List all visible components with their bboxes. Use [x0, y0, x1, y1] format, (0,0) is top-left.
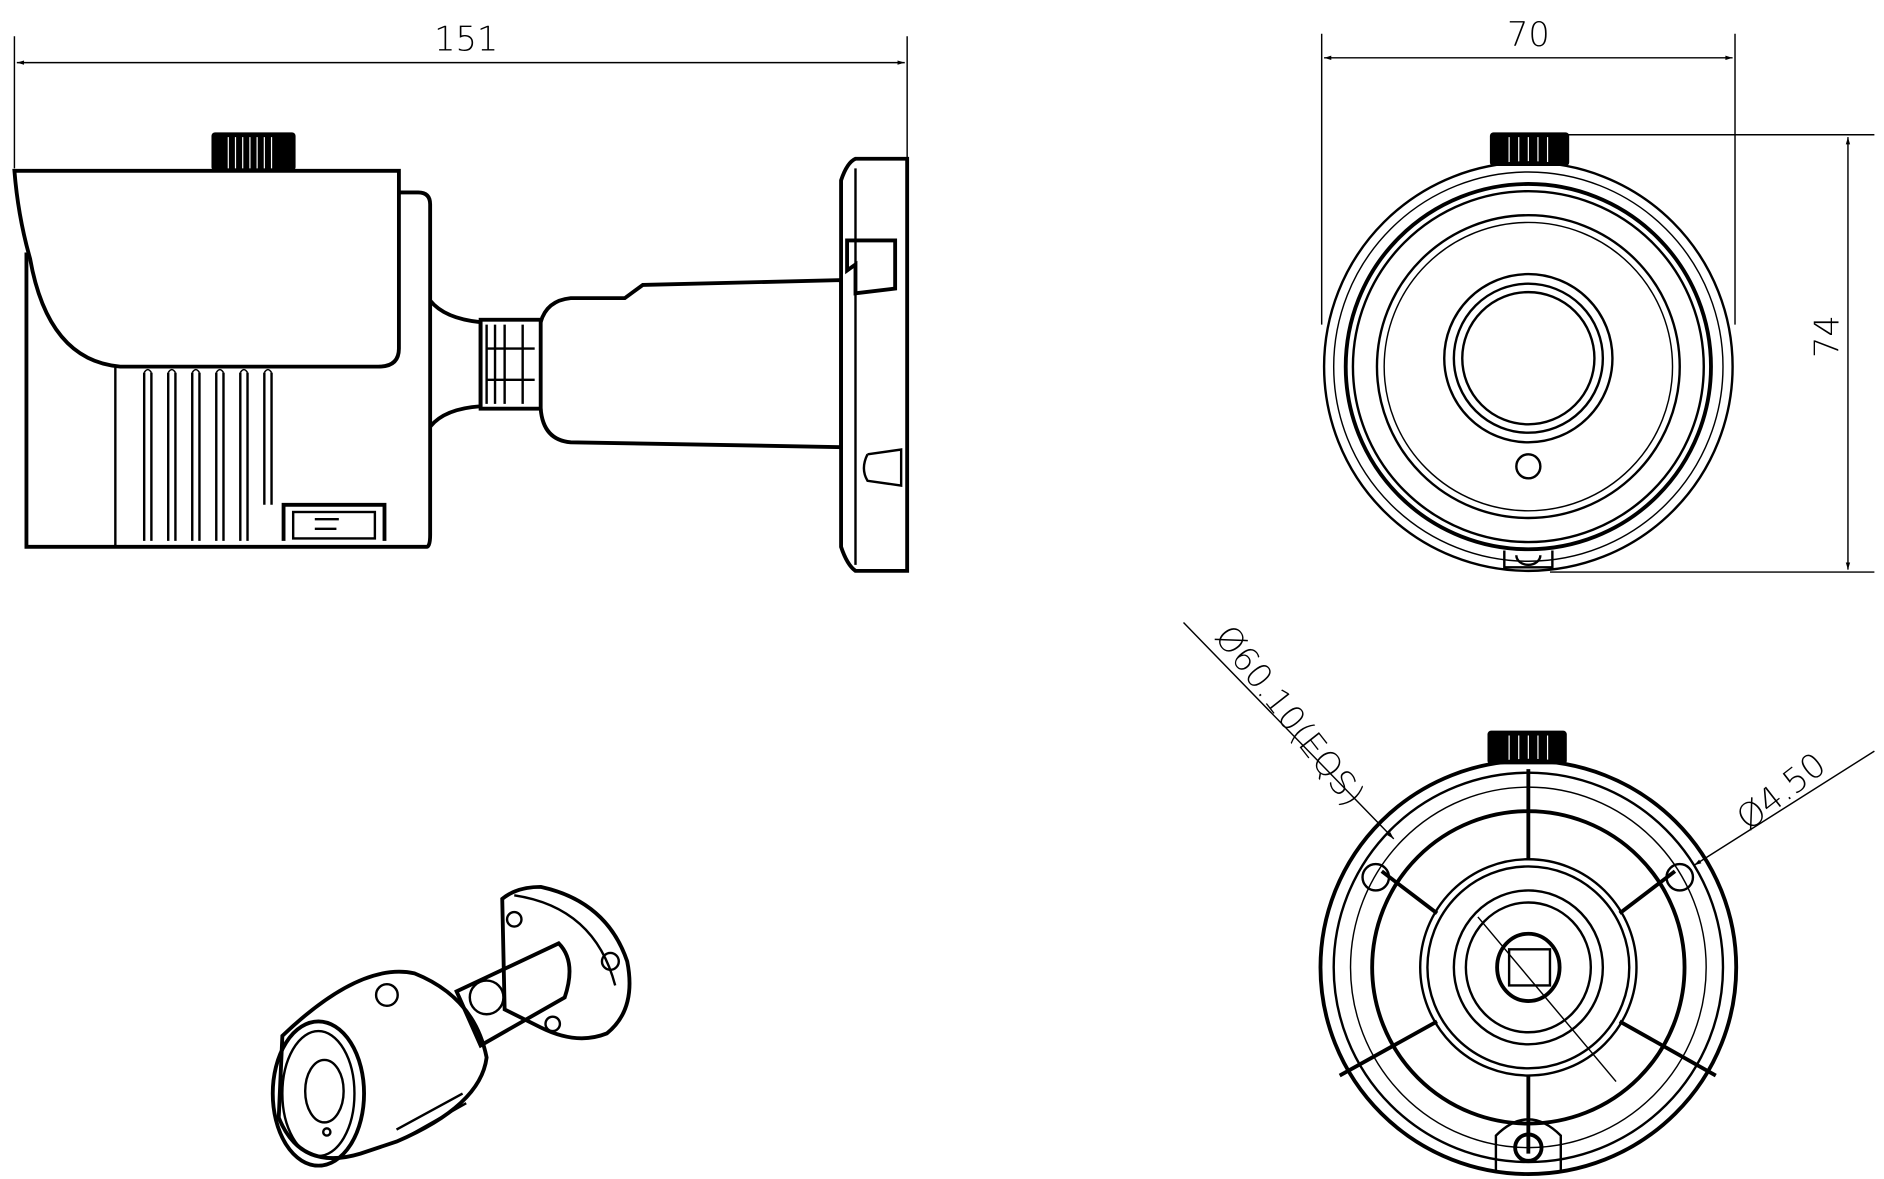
rear-view: Ø60.10(EQS) Ø4.50: [1182, 618, 1875, 1176]
heat-fins: [142, 368, 273, 541]
mounting-hole-bottom: [1513, 1132, 1544, 1163]
mounting-hole-left: [1361, 862, 1391, 892]
lens: [1443, 272, 1614, 444]
dimension-label-74: 74: [1807, 315, 1846, 358]
dimension-70: 70: [1320, 15, 1736, 325]
bracket-joint: [428, 299, 483, 428]
front-view: 70 74: [1320, 15, 1875, 573]
dimension-mount-circle: Ø60.10(EQS): [1182, 618, 1395, 840]
mounting-hole-right: [1665, 862, 1695, 892]
dimension-label-hole: Ø4.50: [1729, 745, 1833, 838]
dimension-151: 151: [13, 20, 908, 571]
camera-housing: [12, 168, 401, 369]
adjust-knob: [211, 132, 296, 171]
dimension-74: 74: [1549, 133, 1875, 573]
side-view: 151: [12, 20, 910, 573]
dimension-label-151: 151: [434, 20, 498, 59]
isometric-view: [270, 884, 632, 1168]
light-sensor: [1515, 453, 1542, 480]
iso-lens-housing: [270, 1019, 366, 1168]
dimension-hole: Ø4.50: [1693, 745, 1875, 866]
mounting-base: [839, 156, 910, 573]
ribs: [1338, 769, 1717, 1154]
dimension-label-mount-circle: Ø60.10(EQS): [1207, 618, 1372, 814]
dimension-label-70: 70: [1507, 15, 1550, 54]
bracket-arm: [538, 278, 843, 450]
